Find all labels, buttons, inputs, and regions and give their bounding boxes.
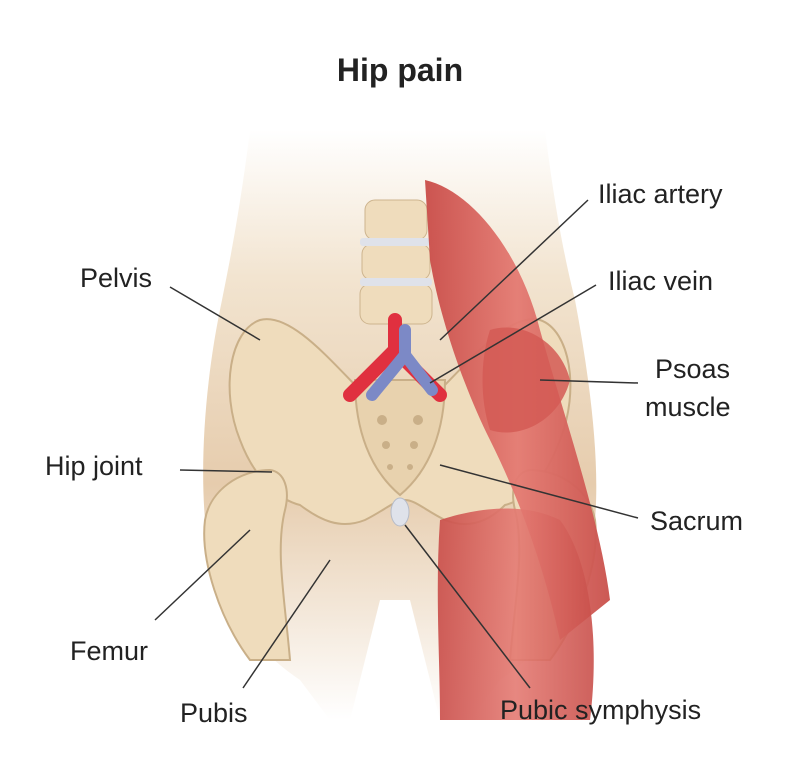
leader-pubis [242,559,331,689]
diagram-title: Hip pain [336,52,464,88]
leader-iliac-vein [429,284,597,384]
leader-pelvis [169,286,261,341]
sacral-foramina [377,415,423,470]
label-sacrum: Sacrum [650,506,744,536]
label-hip-joint: Hip joint [45,451,143,481]
label-iliac-vein: Iliac vein [608,266,714,296]
label-pubis: Pubis [180,698,248,728]
leader-femur [154,529,251,621]
left-femur [203,468,292,661]
leader-psoas [539,379,639,384]
label-psoas-line1: Psoas [655,354,731,384]
label-femur: Femur [70,636,149,666]
leader-pubic-symphysis [404,524,531,689]
sacrum-bone [353,379,447,497]
pubic-symphysis-disc [390,497,410,527]
leader-iliac-artery [439,199,589,341]
iliacus-muscle [482,327,570,433]
lumbar-spine [359,199,433,325]
label-pubic-symphysis: Pubic symphysis [500,695,702,725]
leader-hip-joint [179,469,273,473]
thigh-muscles [437,508,594,720]
leader-sacrum [439,464,639,519]
iliac-vessels [343,313,447,402]
label-pelvis: Pelvis [80,263,153,293]
label-iliac-artery: Iliac artery [598,179,723,209]
leader-lines [154,199,639,689]
label-psoas-line2: muscle [645,392,731,422]
